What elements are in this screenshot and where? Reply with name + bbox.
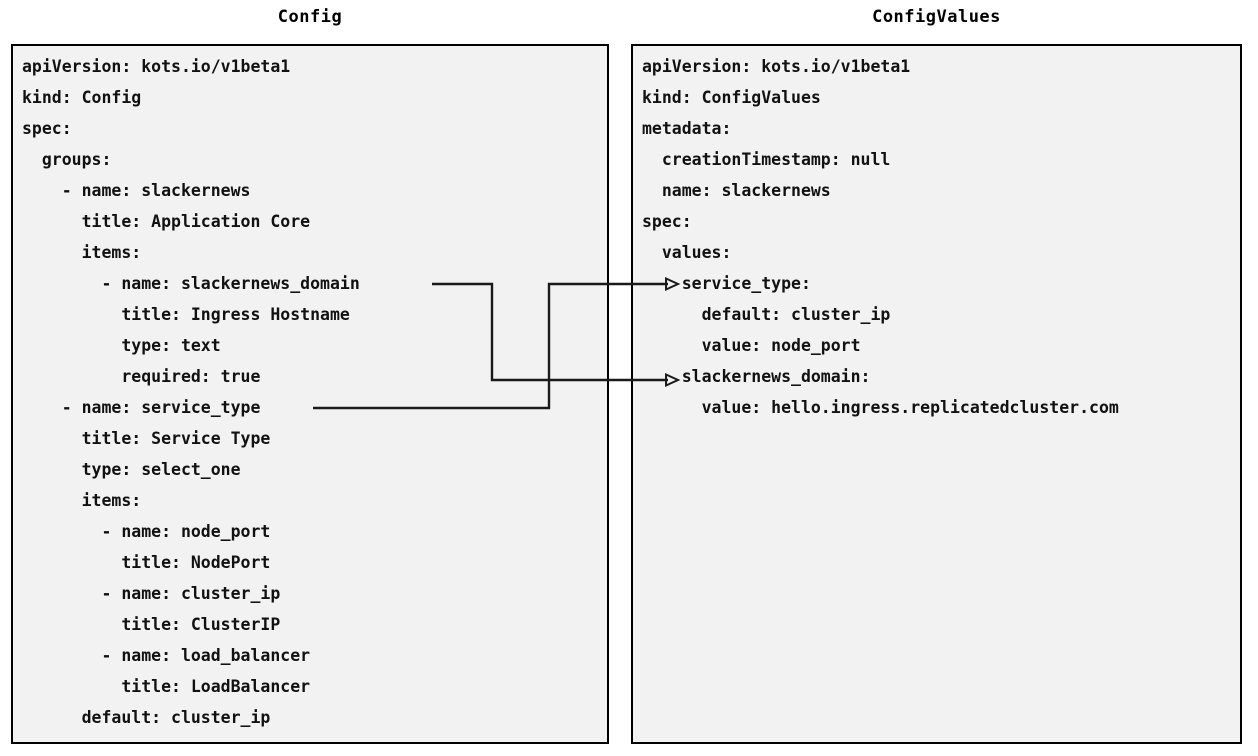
configvalues-panel: apiVersion: kots.io/v1beta1 kind: Config…	[631, 44, 1242, 744]
config-yaml-text: apiVersion: kots.io/v1beta1 kind: Config…	[22, 57, 360, 727]
config-panel: apiVersion: kots.io/v1beta1 kind: Config…	[11, 44, 609, 744]
config-panel-title: Config	[277, 7, 343, 27]
configvalues-yaml-text: apiVersion: kots.io/v1beta1 kind: Config…	[642, 57, 1119, 417]
configvalues-panel-title: ConfigValues	[872, 7, 1001, 27]
